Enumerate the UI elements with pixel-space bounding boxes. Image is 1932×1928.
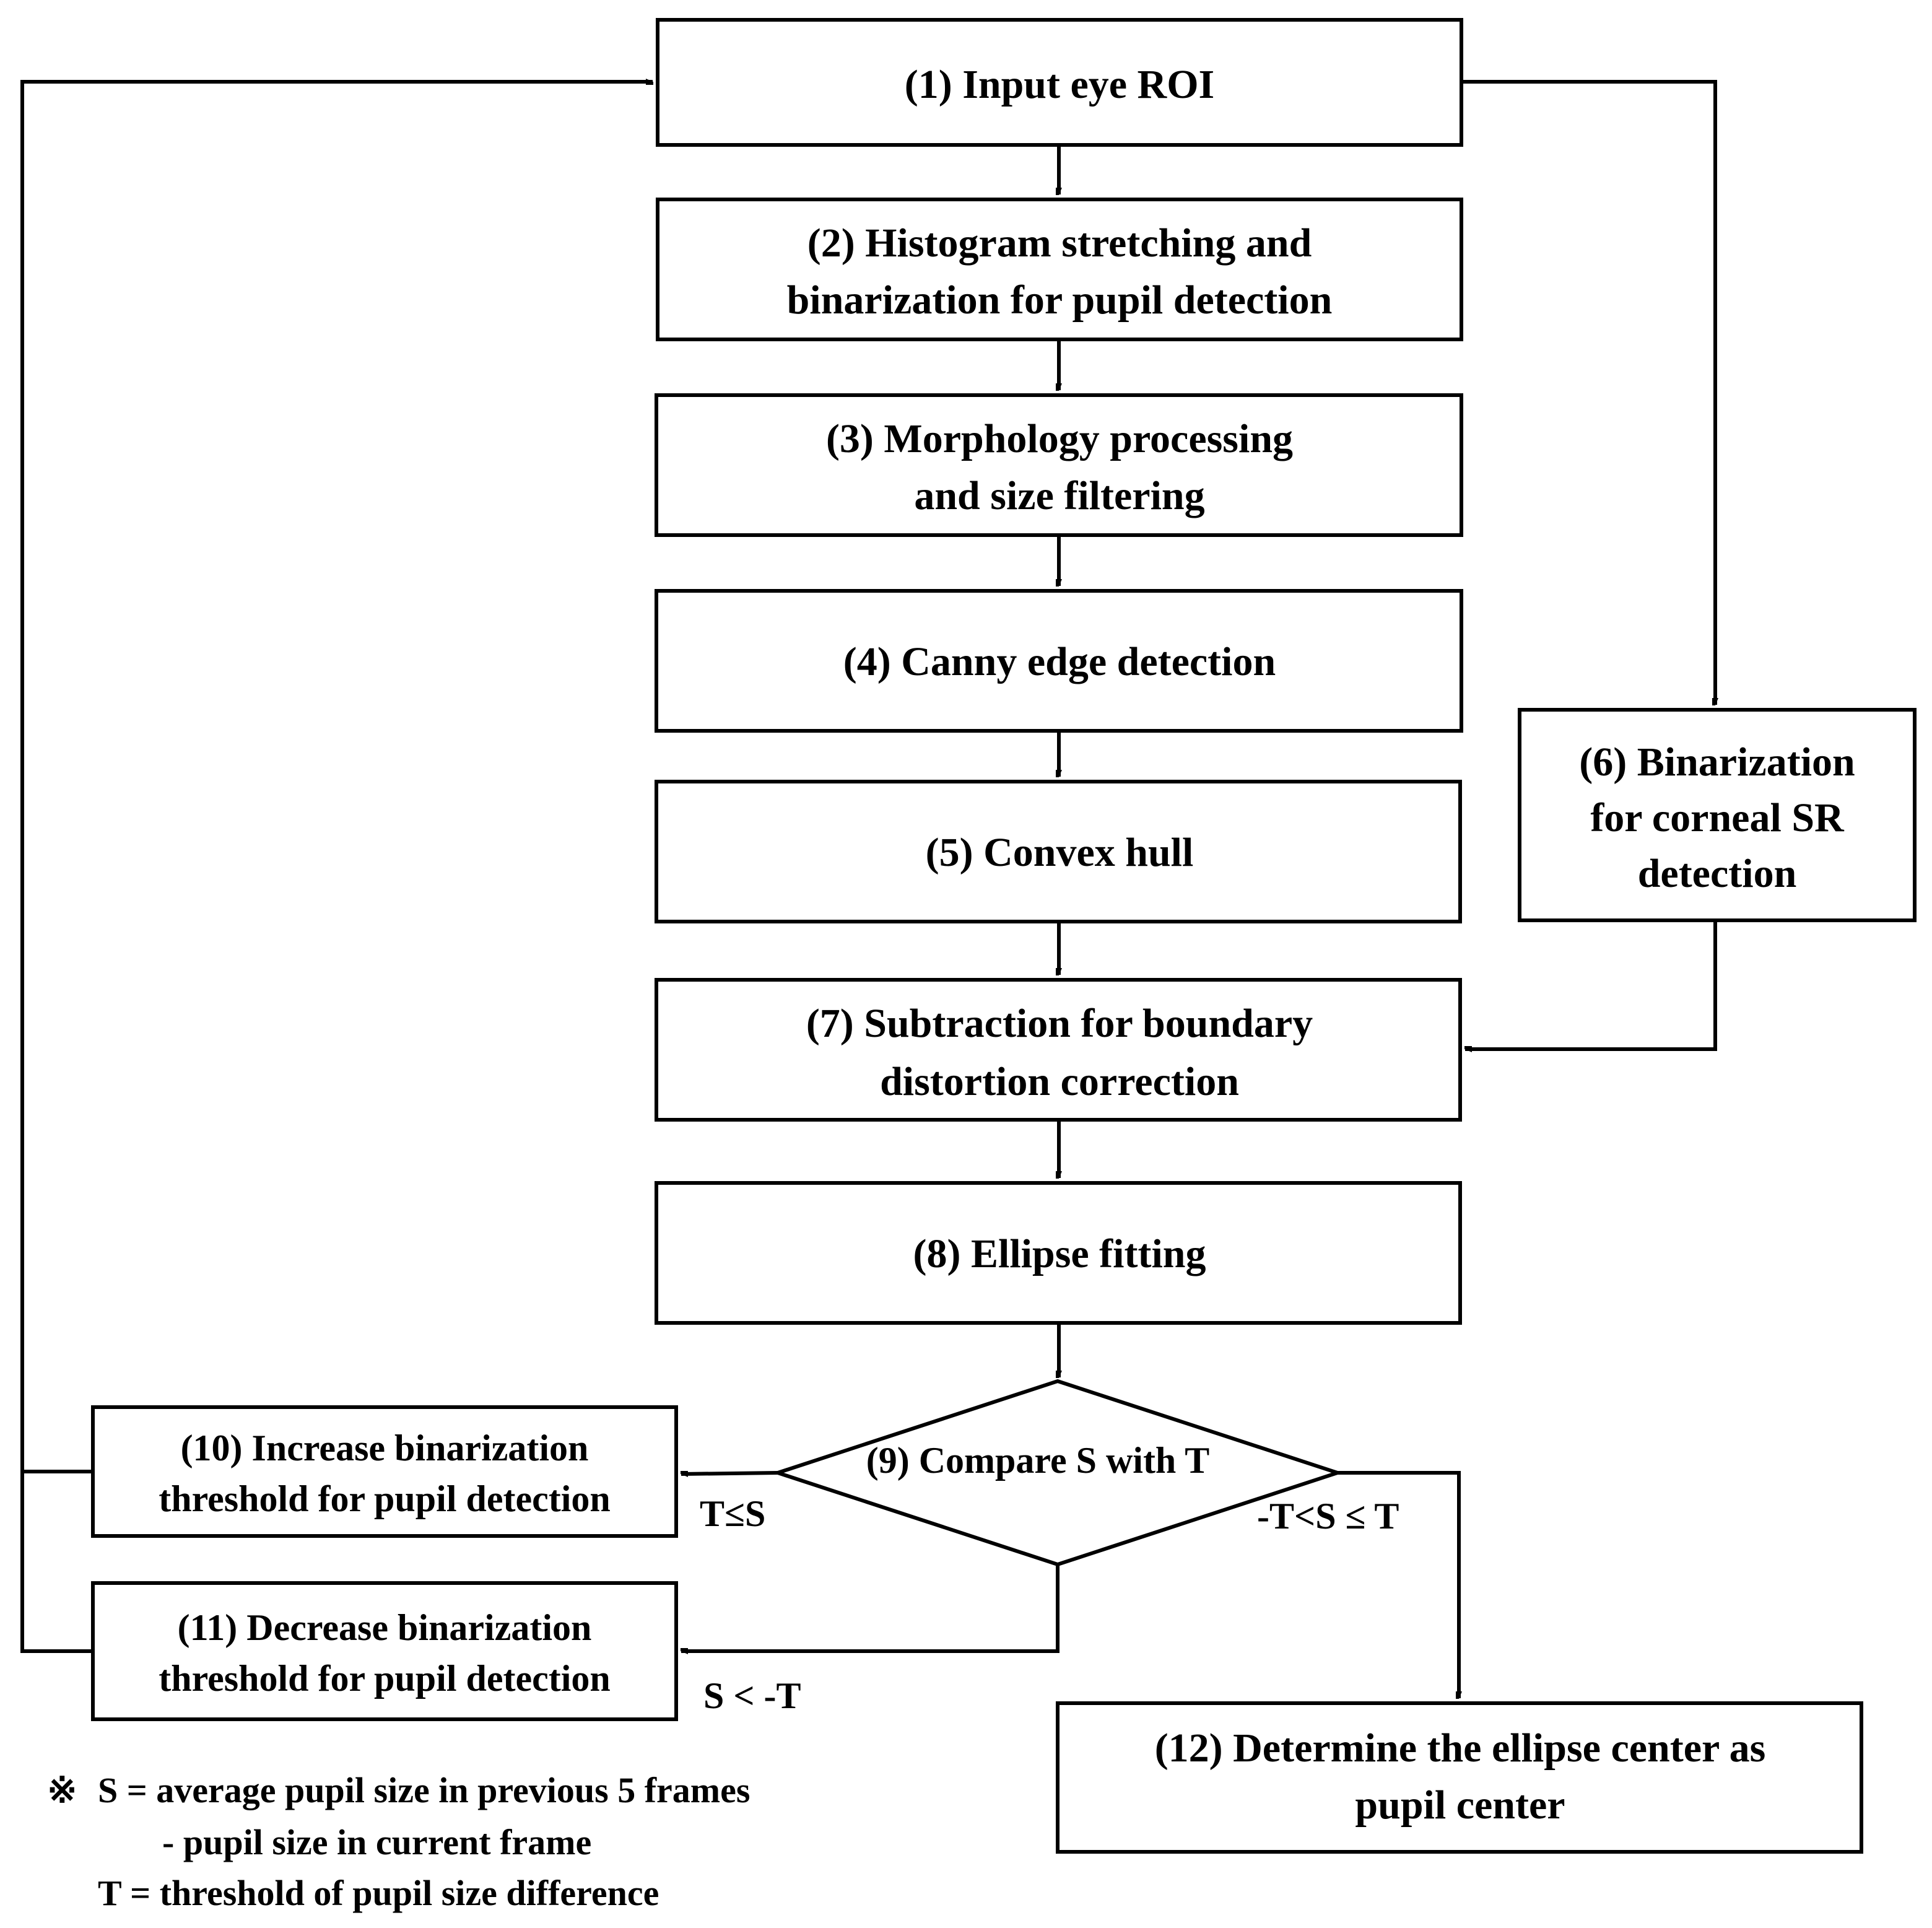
node-12-ellipse-center-box: [1056, 1701, 1863, 1854]
node-11-label-line-2: threshold for pupil detection: [159, 1658, 611, 1699]
node-7-label-line-1: (7) Subtraction for boundary: [806, 1001, 1313, 1046]
node-1-label: (1) Input eye ROI: [905, 62, 1215, 107]
node-11-label-line-1: (11) Decrease binarization: [178, 1607, 592, 1648]
node-12-label-line-1: (12) Determine the ellipse center as: [1155, 1725, 1766, 1771]
node-4-canny-box: [655, 589, 1463, 733]
node-6-label-line-3: detection: [1638, 851, 1797, 896]
node-3-label-line-1: (3) Morphology processing: [826, 416, 1293, 461]
edge-10-to-1-feedback: [20, 82, 653, 1473]
node-10-increase-threshold-box: [91, 1405, 678, 1538]
edge-9-to-10: [681, 1473, 778, 1474]
node-6-corneal-sr-box: [1518, 708, 1917, 922]
node-10-label-line-2: threshold for pupil detection: [159, 1478, 611, 1519]
node-3-label-line-2: and size filtering: [914, 473, 1204, 518]
edge-label-center: -T<S ≤ T: [1257, 1496, 1399, 1537]
note-line-1: S = average pupil size in previous 5 fra…: [98, 1770, 750, 1810]
node-7-label-line-2: distortion correction: [880, 1059, 1239, 1104]
node-3-morphology-box: [655, 393, 1463, 537]
node-12-label-line-2: pupil center: [1355, 1782, 1565, 1828]
note-symbol: ※: [47, 1770, 77, 1810]
node-9-label: (9) Compare S with T: [866, 1440, 1209, 1481]
edge-label-decrease: S < -T: [703, 1675, 801, 1716]
node-6-label-line-2: for corneal SR: [1590, 795, 1845, 840]
node-11-decrease-threshold-box: [91, 1581, 678, 1721]
node-1-input-eye-roi-box: [656, 18, 1463, 147]
edge-9-to-11: [681, 1564, 1060, 1651]
node-5-label: (5) Convex hull: [926, 830, 1194, 875]
node-2-label-line-1: (2) Histogram stretching and: [807, 220, 1312, 266]
node-8-ellipse-fitting-box: [655, 1181, 1462, 1325]
edge-6-to-7: [1465, 920, 1717, 1049]
node-8-label: (8) Ellipse fitting: [913, 1231, 1206, 1276]
node-2-histogram-box: [656, 198, 1463, 341]
note-line-3: T = threshold of pupil size difference: [98, 1873, 659, 1913]
edge-11-to-feedback: [20, 1472, 93, 1653]
node-6-label-line-1: (6) Binarization: [1579, 739, 1855, 785]
node-4-label: (4) Canny edge detection: [843, 639, 1276, 684]
edge-label-increase: T≤S: [700, 1493, 765, 1534]
edge-9-to-12: [1338, 1471, 1459, 1698]
node-2-label-line-2: binarization for pupil detection: [787, 277, 1333, 323]
note-line-2: - pupil size in current frame: [162, 1822, 591, 1862]
node-10-label-line-1: (10) Increase binarization: [181, 1428, 589, 1468]
edge-1-to-6: [1461, 80, 1715, 705]
